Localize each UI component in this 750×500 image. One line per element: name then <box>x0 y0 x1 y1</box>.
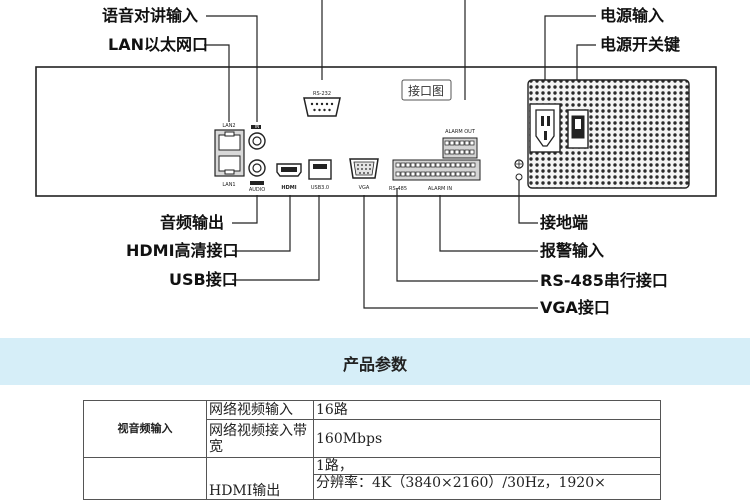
rs232-tag: RS-232 <box>313 91 331 97</box>
in-tag: IN <box>255 124 259 129</box>
power-supply <box>527 79 690 189</box>
alarm-in-terminal <box>392 159 481 181</box>
category-cell-empty <box>83 457 207 500</box>
label-rs485-port: RS-485串行接口 <box>540 271 668 290</box>
audio-jacks <box>248 125 266 177</box>
section-title: 产品参数 <box>342 355 407 374</box>
table-row: 网络视频接入带宽 160Mbps <box>84 419 661 458</box>
item-cell: 网络视频输入 <box>206 400 314 420</box>
item-cell: HDMI输出 <box>206 457 314 500</box>
usb-tag: USB3.0 <box>311 185 329 191</box>
label-lan-port: LAN以太网口 <box>108 35 208 54</box>
label-hdmi-port: HDMI高清接口 <box>126 241 239 260</box>
lan2-tag: LAN2 <box>222 123 235 129</box>
label-power-input: 电源输入 <box>600 6 665 25</box>
table-row: HDMI输出 1路， 分辨率：4K（3840×2160）/30Hz，1920× <box>83 457 661 500</box>
alarm-in-tag: ALARM IN <box>428 186 453 192</box>
label-ground: 接地端 <box>540 213 589 232</box>
hdmi-value-line-2: 分辨率：4K（3840×2160）/30Hz，1920× <box>316 475 606 491</box>
audio-tag: AUDIO <box>249 187 265 193</box>
lan-ports <box>214 129 245 177</box>
label-vga-port: VGA接口 <box>540 298 610 317</box>
label-audio-out: 音频输出 <box>160 213 225 232</box>
category-cell: 视音频输入 <box>83 400 207 458</box>
leader-lines <box>204 0 596 309</box>
hdmi-tag: HDMI <box>281 185 296 191</box>
value-cell: 1路， 分辨率：4K（3840×2160）/30Hz，1920× <box>313 457 661 500</box>
label-power-switch: 电源开关键 <box>600 35 681 54</box>
rs485-tag: RS-485 <box>389 186 407 192</box>
interface-badge <box>401 79 452 101</box>
vga-connector <box>349 158 379 179</box>
alarm-out-tag: ALARM OUT <box>445 129 476 135</box>
spec-table: 视音频输入 网络视频输入 16路 网络视频接入带宽 160Mbps HDMI输出… <box>83 400 661 500</box>
hdmi-value-line-1: 1路， <box>314 459 660 475</box>
label-intercom-input: 语音对讲输入 <box>102 6 199 25</box>
interface-diagram: RS-232 接口图 LAN2 LAN1 IN AUDIO HDMI USB3.… <box>35 0 717 309</box>
ground-terminal <box>514 159 524 181</box>
vga-tag: VGA <box>359 185 370 191</box>
value-cell: 160Mbps <box>313 419 661 458</box>
table-row: 视音频输入 网络视频输入 16路 <box>83 400 661 458</box>
label-alarm-input: 报警输入 <box>540 241 605 260</box>
section-banner <box>0 338 750 385</box>
lan1-tag: LAN1 <box>222 182 235 188</box>
value-cell: 16路 <box>313 400 661 420</box>
usb-connector <box>308 159 332 180</box>
hdmi-connector <box>276 163 302 177</box>
alarm-out-terminal <box>442 137 478 159</box>
rs232-connector <box>303 97 341 117</box>
label-usb-port: USB接口 <box>169 270 238 289</box>
item-cell: 网络视频接入带宽 <box>206 419 314 458</box>
interface-badge-label: 接口图 <box>408 83 444 98</box>
